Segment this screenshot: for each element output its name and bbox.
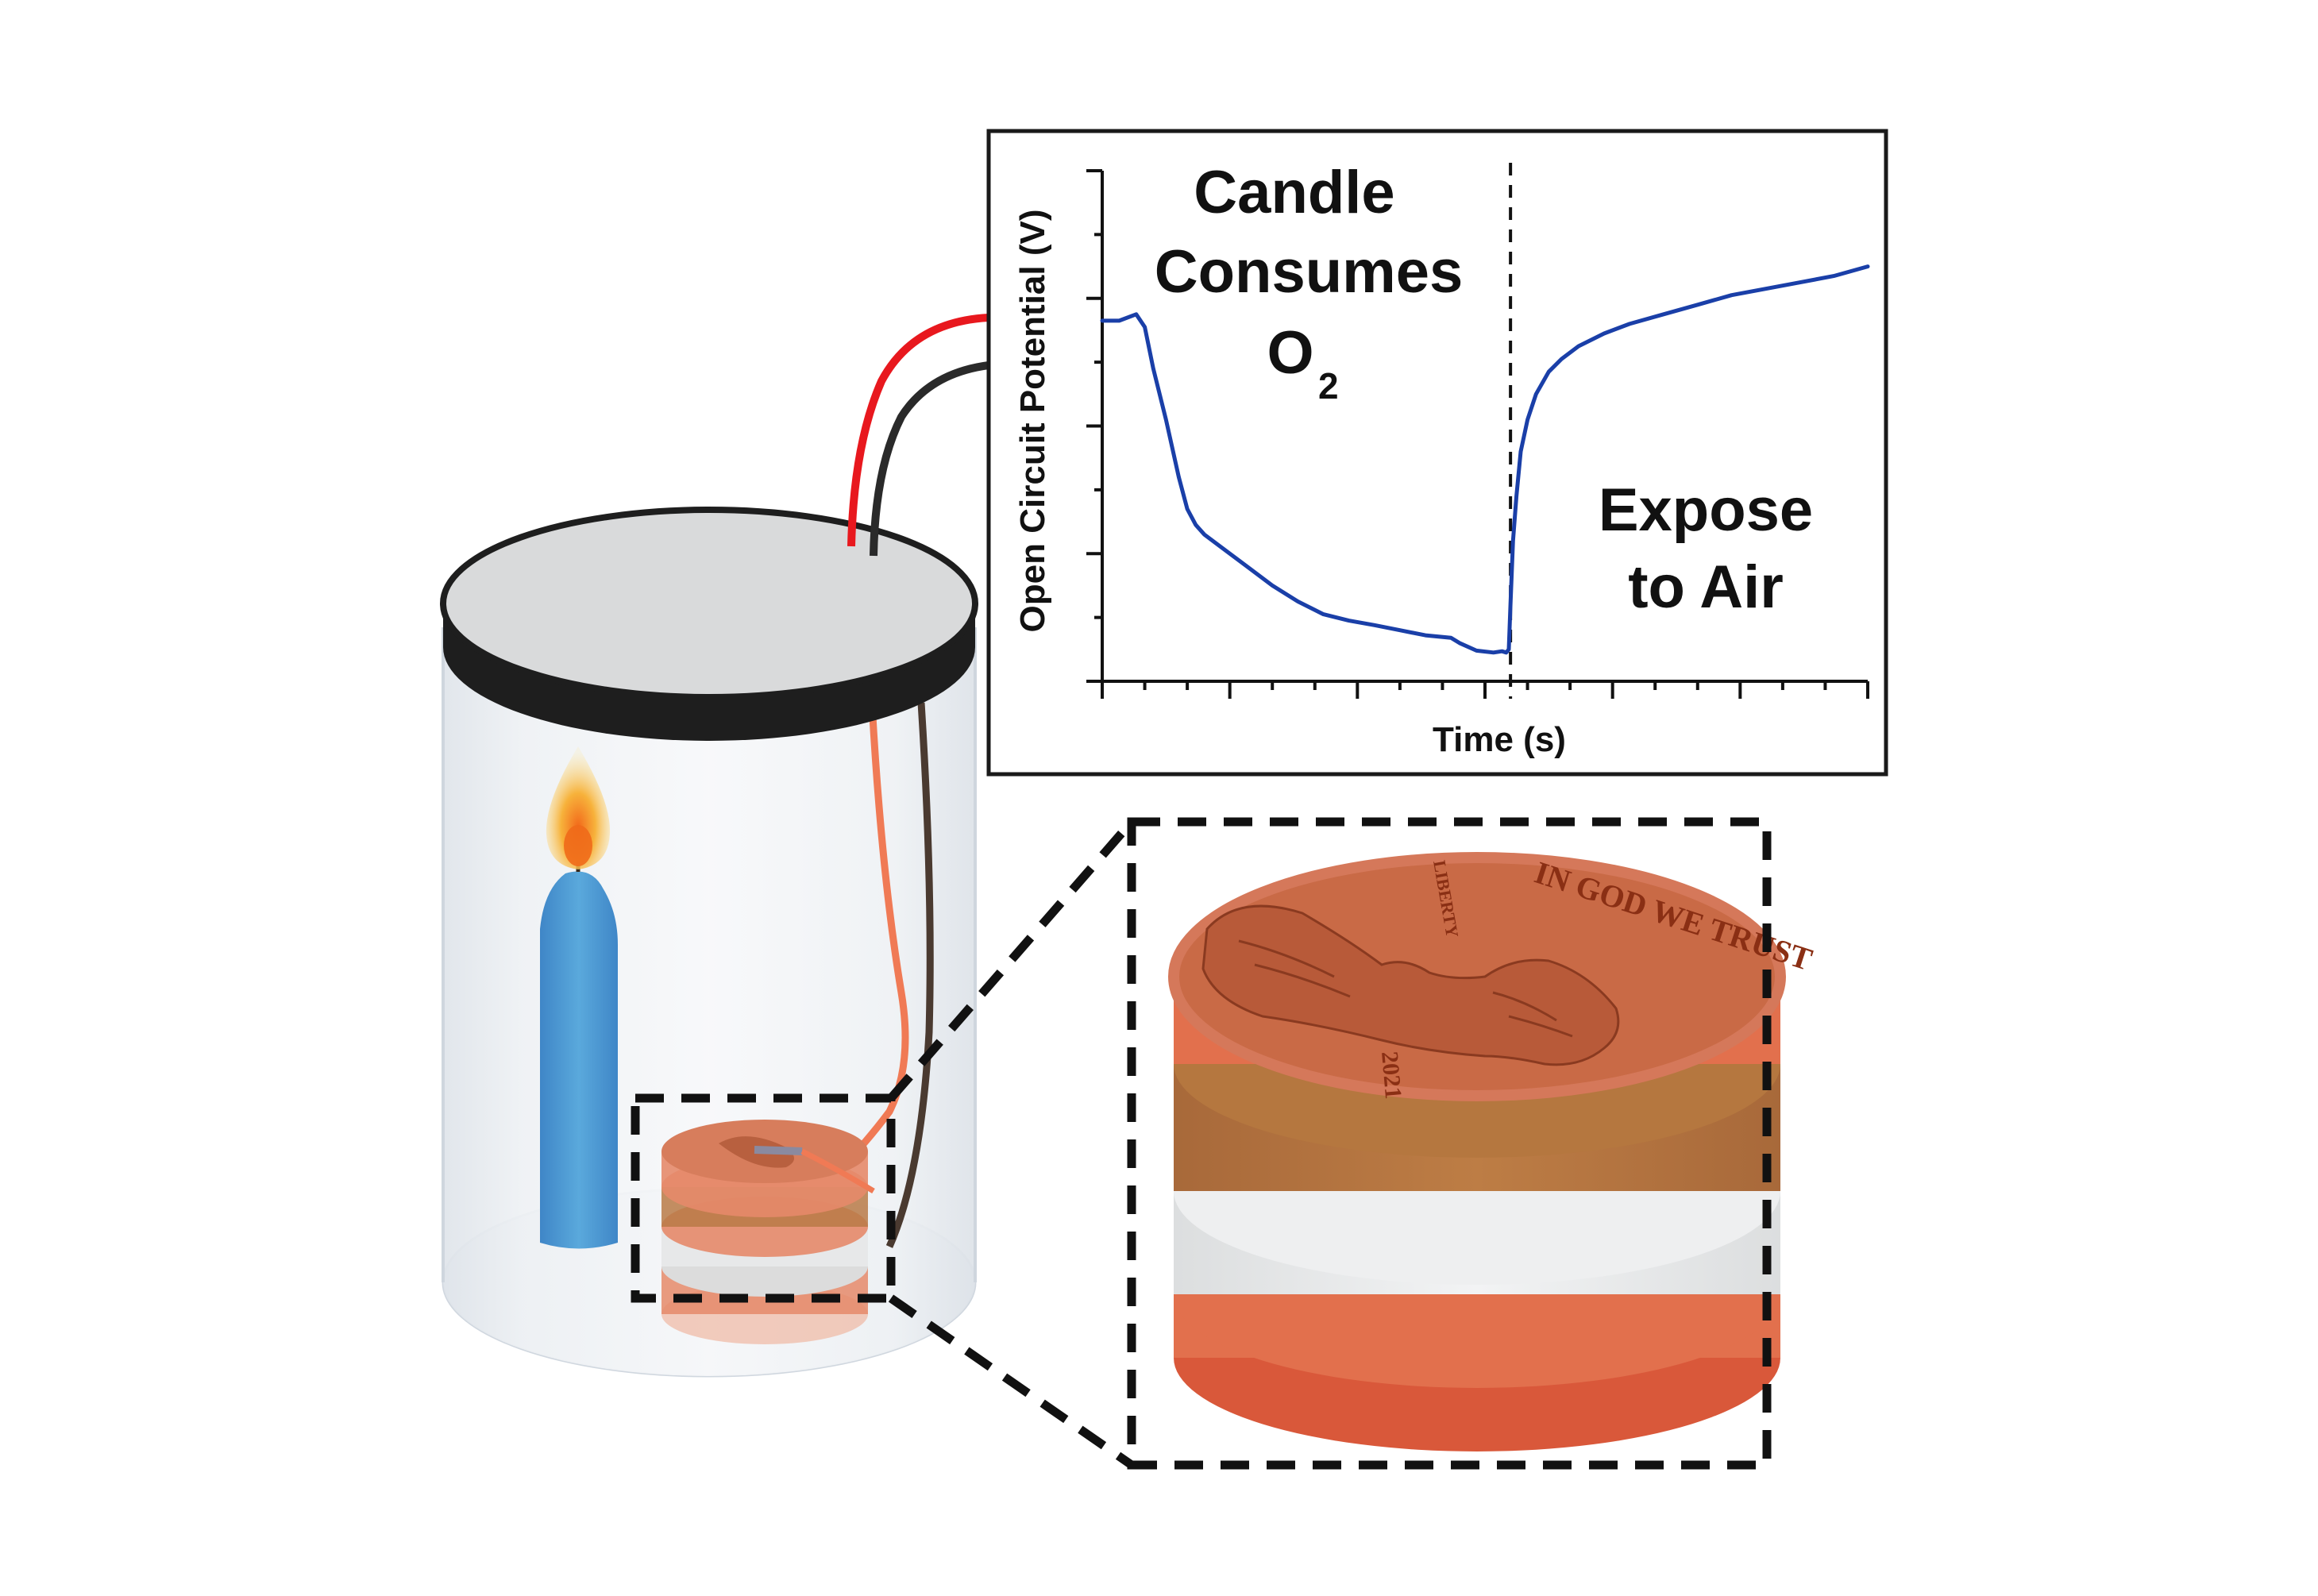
- lid-top: [440, 507, 978, 700]
- small-penny-lead: [800, 1148, 875, 1194]
- lincoln-profile: [1201, 904, 1620, 1066]
- inner-wires: [839, 702, 934, 1248]
- zoom-box: [1127, 817, 1772, 1470]
- outer-wires: [847, 314, 989, 557]
- penny-battery-icon: [631, 1093, 896, 1344]
- coin-year: 2021: [1376, 1051, 1406, 1101]
- jar-lid: [440, 507, 978, 741]
- candle-body: [540, 871, 618, 1249]
- annotation-o2-subscript: 2: [1318, 365, 1339, 407]
- penny-battery-zoom: IN GOD WE TRUST LIBERTY 2021: [1127, 817, 1817, 1470]
- annotation-expose: Expose: [1599, 476, 1813, 544]
- candle-icon: [540, 746, 618, 1249]
- annotation-o2: O: [1267, 319, 1313, 387]
- flame-icon: [546, 746, 611, 869]
- inner-black-wire: [885, 702, 934, 1248]
- y-axis-label: Open Circuit Potential (V): [1013, 210, 1052, 633]
- ocp-series-line: [1100, 264, 1870, 655]
- black-wire: [870, 361, 989, 557]
- flame-core: [564, 825, 592, 866]
- red-wire: [847, 314, 989, 547]
- chart-frame: [986, 129, 1888, 777]
- zoom-connectors: [887, 819, 1136, 1469]
- annotation-candle: Candle: [1194, 159, 1394, 226]
- annotation-consumes: Consumes: [1155, 238, 1464, 306]
- small-zoom-box: [631, 1093, 896, 1303]
- inner-red-wire: [839, 702, 909, 1170]
- chart-ticks: [1086, 169, 1869, 699]
- x-axis-label: Time (s): [1433, 720, 1566, 759]
- annotation-to-air: to Air: [1628, 553, 1784, 621]
- ocp-chart: Open Circuit Potential (V) Time (s) Cand…: [986, 129, 1888, 777]
- zoom-line-top: [887, 819, 1136, 1101]
- zoom-line-bottom: [888, 1294, 1135, 1469]
